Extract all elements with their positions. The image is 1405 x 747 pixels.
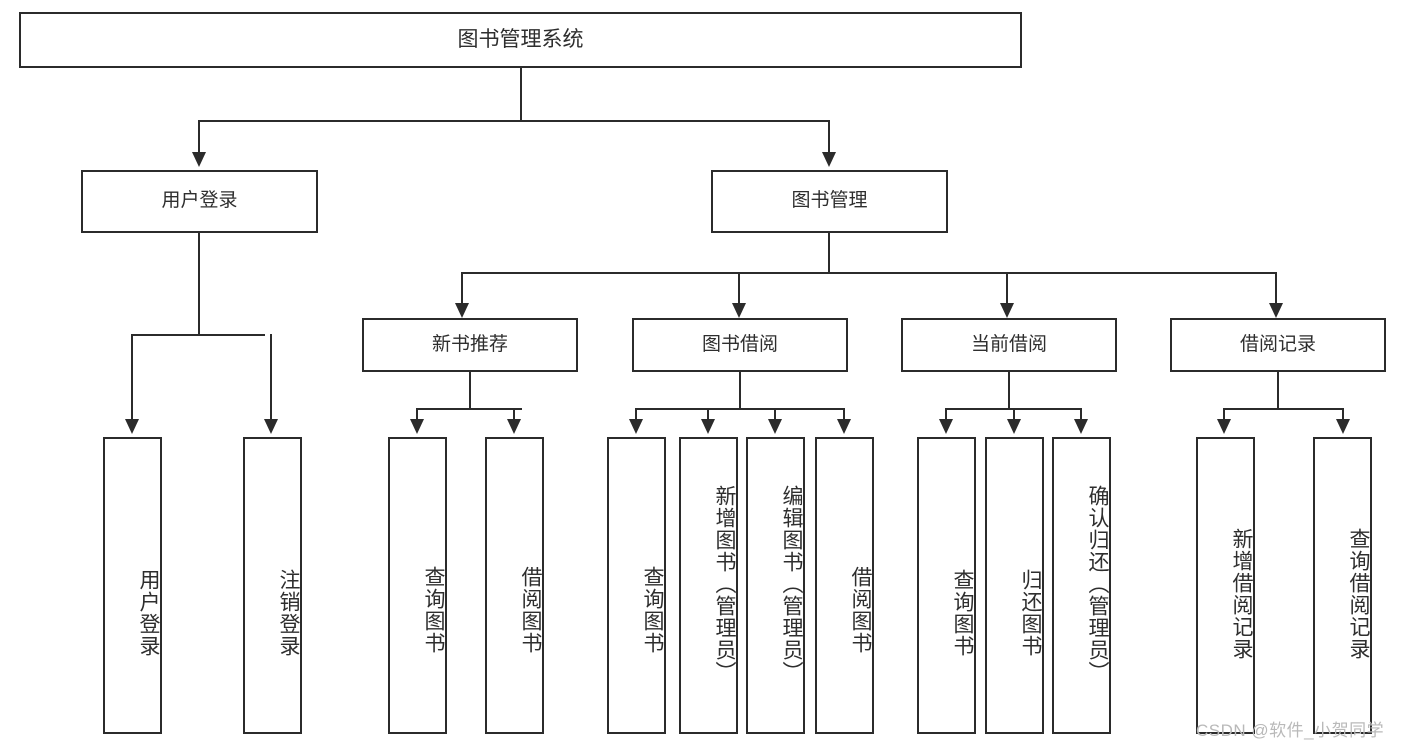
leaf-edit-book-admin-label: 编辑图书（管理员） xyxy=(780,484,803,683)
node-book-manage[interactable]: 图书管理 xyxy=(711,170,948,233)
arrowhead-current-borrow xyxy=(1000,303,1014,318)
connector-new-book-rec-stem xyxy=(469,372,471,409)
leaf-borrow-book-borrow-label: 借阅图书 xyxy=(849,566,872,654)
connector-book-borrow-bus xyxy=(636,408,845,410)
leaf-query-book-current-label: 查询图书 xyxy=(951,568,974,657)
connector-to-user-login xyxy=(198,120,200,153)
node-user-login-label: 用户登录 xyxy=(161,190,238,212)
arrowhead-book-manage xyxy=(822,152,836,167)
connector-to-book-manage xyxy=(828,120,830,153)
node-root[interactable]: 图书管理系统 xyxy=(19,12,1022,68)
arrowhead-leaf-add-record xyxy=(1217,419,1231,434)
arrowhead-leaf-edit-book xyxy=(768,419,782,434)
connector-level2-bus xyxy=(199,120,830,122)
connector-current-borrow-child-1 xyxy=(945,408,947,420)
connector-new-book-rec-child-1 xyxy=(416,408,418,420)
connector-root-stem xyxy=(520,68,522,121)
node-borrow-record[interactable]: 借阅记录 xyxy=(1170,318,1386,372)
node-borrow-record-label: 借阅记录 xyxy=(1239,333,1316,355)
leaf-add-book-admin[interactable]: 新增图书（管理员） xyxy=(679,437,738,734)
connector-to-book-borrow xyxy=(738,272,740,304)
connector-book-borrow-child-1 xyxy=(635,408,637,420)
connector-book-borrow-child-2 xyxy=(707,408,709,420)
connector-new-book-rec-bus xyxy=(417,408,522,410)
leaf-query-book-recommend-label: 查询图书 xyxy=(422,566,445,654)
arrowhead-leaf-borrow-book-2 xyxy=(837,419,851,434)
connector-borrow-record-stem xyxy=(1277,372,1279,409)
connector-book-borrow-child-3 xyxy=(774,408,776,420)
arrowhead-leaf-query-record xyxy=(1336,419,1350,434)
node-root-label: 图书管理系统 xyxy=(457,27,584,51)
leaf-query-borrow-record[interactable]: 查询借阅记录 xyxy=(1313,437,1372,734)
leaf-borrow-book-recommend[interactable]: 借阅图书 xyxy=(485,437,544,734)
connector-to-borrow-record xyxy=(1275,272,1277,304)
leaf-add-borrow-record[interactable]: 新增借阅记录 xyxy=(1196,437,1255,734)
arrowhead-leaf-query-book-3 xyxy=(939,419,953,434)
leaf-query-book-current[interactable]: 查询图书 xyxy=(917,437,976,734)
node-current-borrow-label: 当前借阅 xyxy=(970,333,1047,355)
arrowhead-leaf-confirm-return xyxy=(1074,419,1088,434)
leaf-edit-book-admin[interactable]: 编辑图书（管理员） xyxy=(746,437,805,734)
leaf-user-login-label: 用户登录 xyxy=(137,568,160,657)
connector-book-borrow-child-4 xyxy=(843,408,845,420)
watermark-text: CSDN @软件_小贺同学 xyxy=(1196,721,1385,740)
node-user-login[interactable]: 用户登录 xyxy=(81,170,318,233)
connector-book-manage-stem xyxy=(828,233,830,273)
leaf-add-borrow-record-label: 新增借阅记录 xyxy=(1230,527,1253,660)
connector-user-login-stem xyxy=(198,233,200,335)
connector-current-borrow-stem xyxy=(1008,372,1010,409)
connector-borrow-record-child-1 xyxy=(1223,408,1225,420)
leaf-confirm-return-admin-label: 确认归还（管理员） xyxy=(1086,484,1109,683)
leaf-add-book-admin-label: 新增图书（管理员） xyxy=(713,484,736,683)
leaf-confirm-return-admin[interactable]: 确认归还（管理员） xyxy=(1052,437,1111,734)
arrowhead-user-login xyxy=(192,152,206,167)
connector-to-new-book-rec xyxy=(461,272,463,304)
arrowhead-leaf-borrow-book-1 xyxy=(507,419,521,434)
leaf-logout-label: 注销登录 xyxy=(277,568,300,657)
arrowhead-leaf-add-book xyxy=(701,419,715,434)
leaf-borrow-book-borrow[interactable]: 借阅图书 xyxy=(815,437,874,734)
node-book-manage-label: 图书管理 xyxy=(791,190,868,212)
connector-user-login-child-2 xyxy=(270,334,272,420)
connector-level3-bus xyxy=(462,272,1276,274)
connector-current-borrow-child-2 xyxy=(1013,408,1015,420)
connector-current-borrow-child-3 xyxy=(1080,408,1082,420)
leaf-return-book[interactable]: 归还图书 xyxy=(985,437,1044,734)
node-book-borrow[interactable]: 图书借阅 xyxy=(632,318,848,372)
arrowhead-new-book-rec xyxy=(455,303,469,318)
leaf-query-book-recommend[interactable]: 查询图书 xyxy=(388,437,447,734)
leaf-return-book-label: 归还图书 xyxy=(1019,568,1042,657)
connector-book-borrow-stem xyxy=(739,372,741,409)
arrowhead-leaf-logout xyxy=(264,419,278,434)
leaf-logout[interactable]: 注销登录 xyxy=(243,437,302,734)
leaf-query-book-borrow-label: 查询图书 xyxy=(641,566,664,654)
leaf-borrow-book-recommend-label: 借阅图书 xyxy=(519,566,542,654)
arrowhead-borrow-record xyxy=(1269,303,1283,318)
arrowhead-leaf-query-book-1 xyxy=(410,419,424,434)
arrowhead-book-borrow xyxy=(732,303,746,318)
connector-new-book-rec-child-2 xyxy=(513,408,515,420)
node-new-book-recommend-label: 新书推荐 xyxy=(431,333,508,355)
leaf-query-borrow-record-label: 查询借阅记录 xyxy=(1347,527,1370,660)
arrowhead-leaf-query-book-2 xyxy=(629,419,643,434)
connector-borrow-record-child-2 xyxy=(1342,408,1344,420)
connector-user-login-bus xyxy=(132,334,265,336)
connector-to-current-borrow xyxy=(1006,272,1008,304)
connector-user-login-child-1 xyxy=(131,334,133,420)
node-current-borrow[interactable]: 当前借阅 xyxy=(901,318,1117,372)
arrowhead-leaf-return-book xyxy=(1007,419,1021,434)
connector-borrow-record-bus xyxy=(1224,408,1343,410)
arrowhead-leaf-user-login xyxy=(125,419,139,434)
leaf-user-login[interactable]: 用户登录 xyxy=(103,437,162,734)
node-new-book-recommend[interactable]: 新书推荐 xyxy=(362,318,578,372)
leaf-query-book-borrow[interactable]: 查询图书 xyxy=(607,437,666,734)
node-book-borrow-label: 图书借阅 xyxy=(701,333,778,355)
